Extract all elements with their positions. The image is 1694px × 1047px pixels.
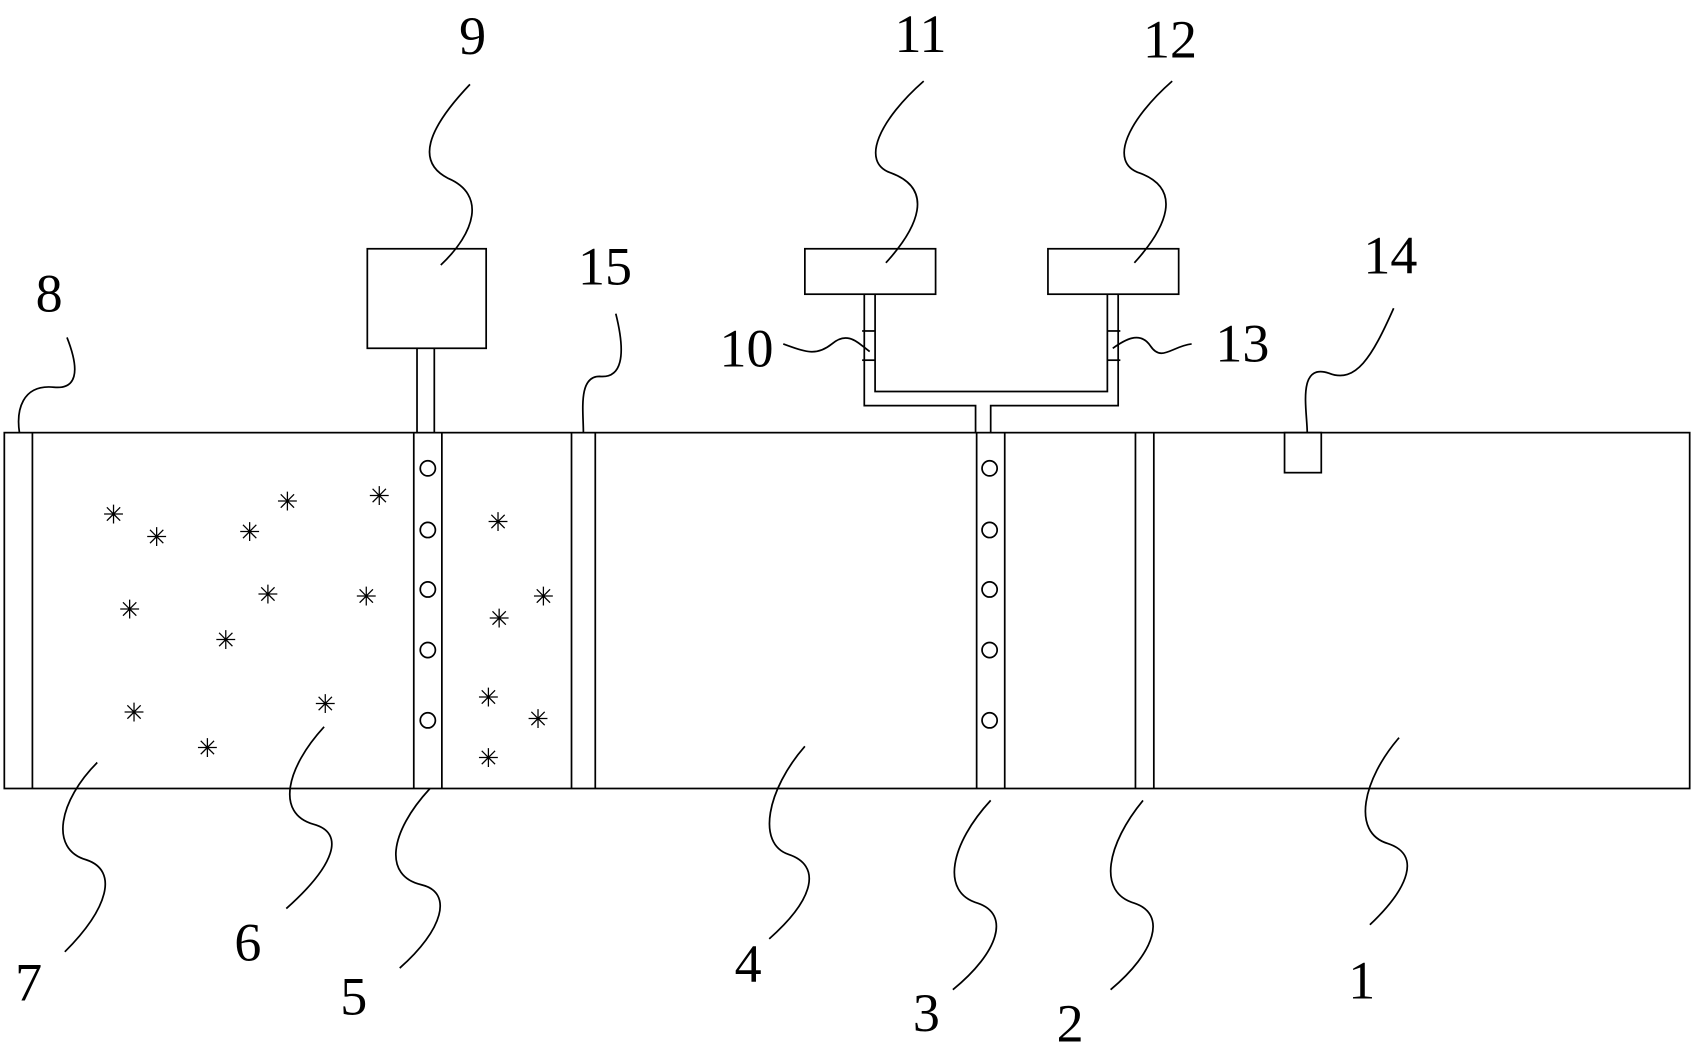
hole xyxy=(981,521,999,539)
label-8: 8 xyxy=(36,263,63,323)
label-7: 7 xyxy=(15,952,42,1012)
leader-lines xyxy=(17,80,1409,991)
label-1: 1 xyxy=(1348,950,1375,1010)
particle-icon: ✳ xyxy=(368,482,390,512)
label-12: 12 xyxy=(1143,9,1197,69)
particles: ✳ ✳ ✳ ✳ ✳ ✳ ✳ ✳ ✳ ✳ ✳ ✳ ✳ ✳ ✳ ✳ ✳ ✳ xyxy=(103,482,555,774)
label-9: 9 xyxy=(459,6,486,66)
hole xyxy=(981,711,999,729)
label-2: 2 xyxy=(1057,994,1084,1047)
label-13: 13 xyxy=(1215,313,1269,373)
label-3: 3 xyxy=(913,983,940,1043)
label-5: 5 xyxy=(340,967,367,1027)
particle-icon: ✳ xyxy=(488,604,510,634)
tanks-11-12-pipes xyxy=(804,247,1180,433)
label-4: 4 xyxy=(735,934,762,994)
holes xyxy=(419,459,999,729)
particle-icon: ✳ xyxy=(355,583,377,613)
particle-icon: ✳ xyxy=(146,523,168,553)
main-chamber xyxy=(3,431,1691,790)
particle-icon: ✳ xyxy=(314,690,336,720)
particle-icon: ✳ xyxy=(119,596,141,626)
particle-icon: ✳ xyxy=(477,683,499,713)
tank-9 xyxy=(366,247,488,433)
particle-icon: ✳ xyxy=(215,626,237,656)
reference-numerals: 9 11 12 8 15 14 10 13 7 6 5 4 3 2 1 xyxy=(15,4,1417,1047)
hole xyxy=(419,521,437,539)
particle-icon: ✳ xyxy=(239,518,261,548)
hole xyxy=(981,459,999,477)
particle-icon: ✳ xyxy=(477,744,499,774)
hole xyxy=(419,581,437,598)
label-11: 11 xyxy=(895,4,947,64)
label-14: 14 xyxy=(1363,226,1417,286)
hole xyxy=(419,641,437,659)
hole xyxy=(419,459,437,477)
hole xyxy=(981,581,999,598)
label-15: 15 xyxy=(578,236,632,296)
particle-icon: ✳ xyxy=(103,500,125,530)
particle-icon: ✳ xyxy=(277,488,299,518)
particle-icon: ✳ xyxy=(527,705,549,735)
particle-icon: ✳ xyxy=(197,734,219,764)
particle-icon: ✳ xyxy=(123,698,145,728)
hole xyxy=(419,711,437,729)
hole xyxy=(981,641,999,659)
sensor-14 xyxy=(1283,431,1323,474)
particle-icon: ✳ xyxy=(487,508,509,538)
particle-icon: ✳ xyxy=(257,581,279,611)
label-6: 6 xyxy=(234,912,261,972)
label-10: 10 xyxy=(720,319,774,379)
particle-icon: ✳ xyxy=(533,583,555,613)
